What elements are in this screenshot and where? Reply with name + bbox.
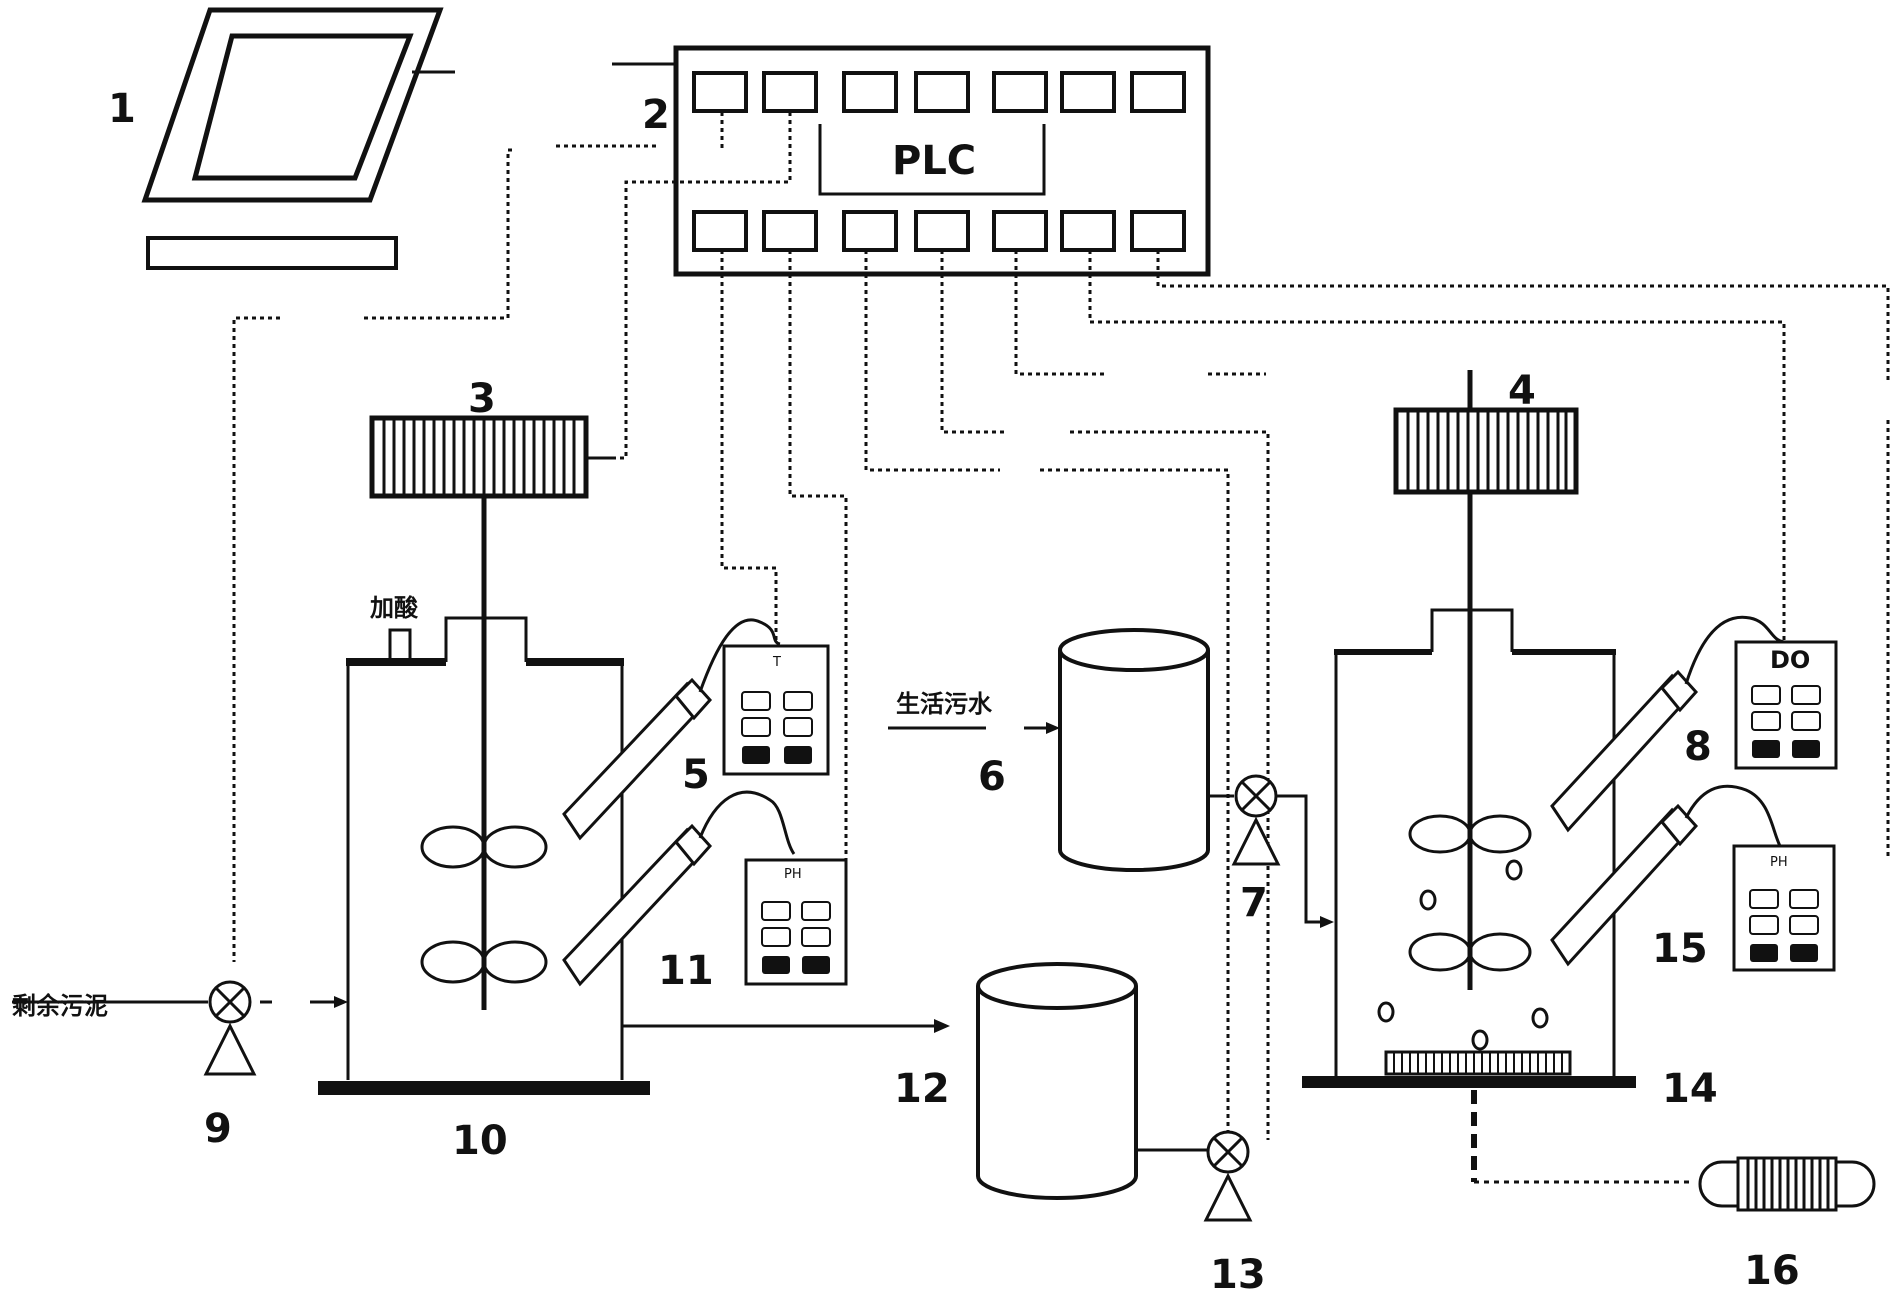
domestic-sewage-label: 生活污水 (896, 690, 993, 718)
do-probe (1550, 615, 1785, 833)
label-3: 3 (468, 376, 496, 422)
air-blower (1698, 1156, 1876, 1212)
plc-label: PLC (892, 138, 976, 184)
motor-right (1393, 370, 1579, 495)
storage-tank (976, 962, 1208, 1200)
label-16: 16 (1744, 1248, 1800, 1294)
acid-reactor (318, 496, 650, 1095)
pump-13 (1203, 1130, 1253, 1222)
temperature-probe (562, 618, 781, 841)
do-meter (1734, 640, 1838, 770)
label-14: 14 (1662, 1066, 1718, 1112)
sludge-inlet-label: 剩余污泥 (12, 992, 108, 1020)
label-15: 15 (1652, 926, 1708, 972)
meter-ph-left-label: PH (784, 867, 802, 882)
sludge-pump (12, 980, 348, 1076)
meter-do-label: DO (1770, 646, 1810, 674)
label-9: 9 (204, 1106, 232, 1152)
signal-lines (232, 112, 1890, 1140)
label-7: 7 (1240, 880, 1268, 926)
label-10: 10 (452, 1118, 508, 1164)
computer (141, 7, 455, 270)
label-2: 2 (642, 92, 670, 138)
meter-t-label: T (772, 655, 781, 670)
motor-left (369, 415, 612, 499)
label-11: 11 (658, 948, 714, 994)
ph-probe-left (562, 790, 796, 987)
feed-pump (1208, 774, 1334, 928)
ph-meter-left (744, 858, 848, 986)
ph-probe-right (1550, 784, 1782, 967)
label-5: 5 (682, 752, 710, 798)
outlet-pipe (622, 1019, 950, 1033)
ph-meter-right (1732, 844, 1836, 972)
sewage-tank (888, 628, 1210, 872)
label-12: 12 (894, 1066, 950, 1112)
meter-ph-right-label: PH (1770, 855, 1788, 870)
aeration-reactor (1302, 492, 1690, 1184)
label-13: 13 (1210, 1252, 1266, 1298)
label-4: 4 (1508, 368, 1536, 414)
label-6: 6 (978, 754, 1006, 800)
add-acid-label: 加酸 (370, 594, 419, 622)
label-8: 8 (1684, 724, 1712, 770)
temperature-meter (722, 644, 830, 776)
label-1: 1 (108, 86, 136, 132)
